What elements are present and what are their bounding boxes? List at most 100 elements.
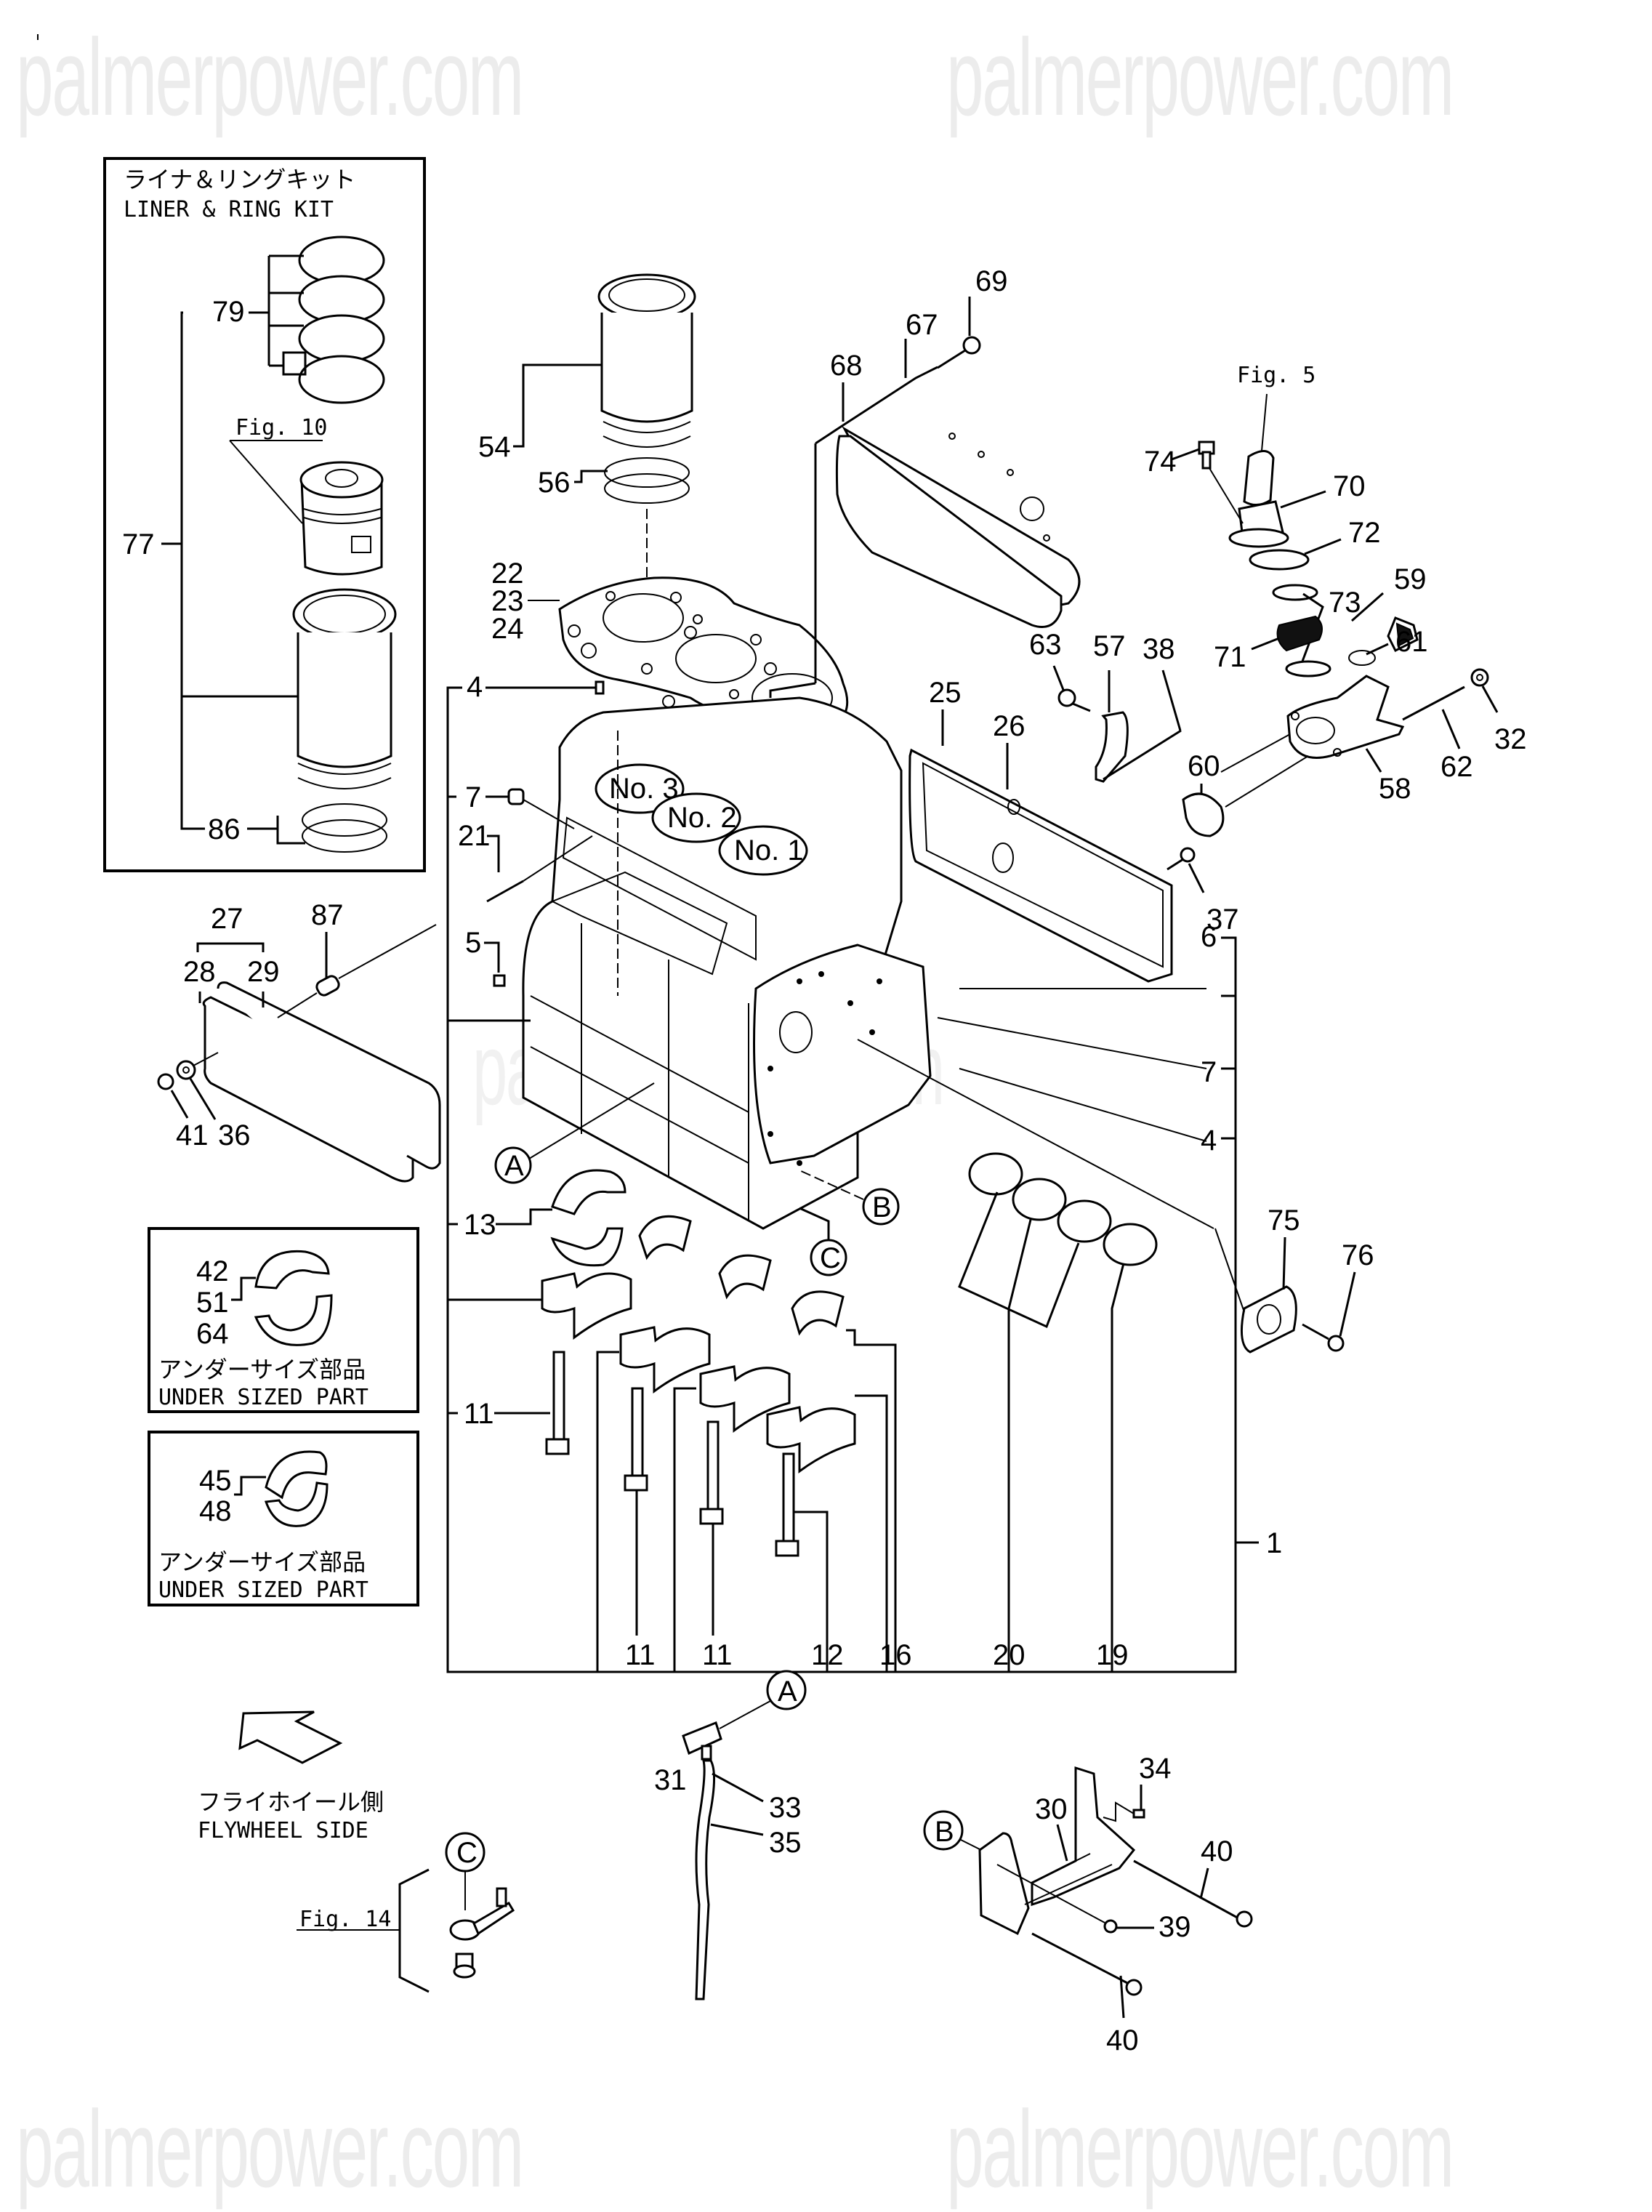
callout-77[interactable]: 77 [122,528,155,560]
callout-39[interactable]: 39 [1159,1911,1191,1943]
main-bearing-assembly: 11 11 12 16 [541,1169,912,1672]
ref-marker-a-pipe-label: A [778,1676,797,1708]
callout-4-right[interactable]: 4 [1201,1125,1217,1157]
callout-27[interactable]: 27 [211,903,243,935]
callout-67[interactable]: 67 [906,309,938,341]
callout-4-left[interactable]: 4 [467,671,483,703]
ref-marker-a-block[interactable] [494,1146,532,1184]
callout-54[interactable]: 54 [478,431,511,463]
callout-42[interactable]: 42 [196,1255,229,1287]
callout-51[interactable]: 51 [196,1287,229,1319]
callout-16[interactable]: 16 [879,1639,912,1671]
callout-1[interactable]: 1 [1266,1527,1282,1559]
callout-36[interactable]: 36 [218,1119,251,1151]
ref-marker-c-label: C [456,1837,478,1869]
callout-29[interactable]: 29 [247,956,280,988]
fig10-ref[interactable]: Fig. 10 [235,415,327,441]
callout-72[interactable]: 72 [1348,517,1381,549]
callout-23[interactable]: 23 [491,585,524,617]
callout-20[interactable]: 20 [993,1639,1026,1671]
callout-45[interactable]: 45 [199,1465,232,1497]
ref-marker-b-bracket[interactable] [923,1810,964,1851]
piston-rings-icon [298,236,385,404]
callout-12[interactable]: 12 [811,1639,844,1671]
callout-13[interactable]: 13 [464,1209,496,1241]
arrow-left-up-icon [238,1710,343,1764]
cam-bushings-group: 20 19 6 7 4 1 [857,921,1282,1672]
callout-60[interactable]: 60 [1188,750,1220,782]
callout-7-left[interactable]: 7 [465,781,481,813]
callout-6[interactable]: 6 [1201,921,1217,953]
callout-41[interactable]: 41 [176,1119,209,1151]
callout-40-lower[interactable]: 40 [1106,2024,1139,2056]
callout-86[interactable]: 86 [208,813,241,845]
cylinder-liner-icon [292,588,397,789]
callout-48[interactable]: 48 [199,1495,232,1527]
side-plate-gasket-icon [217,981,441,1170]
callout-35[interactable]: 35 [769,1827,802,1859]
callout-59[interactable]: 59 [1394,563,1427,595]
callout-7-right[interactable]: 7 [1201,1056,1217,1088]
callout-37[interactable]: 37 [1206,904,1239,936]
callout-19[interactable]: 19 [1096,1639,1129,1671]
callout-34[interactable]: 34 [1139,1753,1172,1785]
callout-63[interactable]: 63 [1029,629,1062,661]
callout-25[interactable]: 25 [929,677,962,709]
fig14-ref[interactable]: Fig. 14 [299,1907,391,1932]
callout-33[interactable]: 33 [769,1792,802,1824]
cylinder-no1: No. 1 [734,834,804,866]
callout-40-upper[interactable]: 40 [1201,1835,1233,1867]
inset-frame [103,157,426,872]
undersized-b-label-jp: アンダーサイズ部品 [158,1548,366,1576]
callout-22[interactable]: 22 [491,558,524,590]
callout-71[interactable]: 71 [1214,641,1246,673]
callout-61[interactable]: 61 [1395,626,1428,658]
stud-62-icon [1402,685,1465,721]
callout-68[interactable]: 68 [830,350,863,382]
callout-74[interactable]: 74 [1144,446,1177,478]
callout-69[interactable]: 69 [975,265,1008,297]
callout-58[interactable]: 58 [1379,773,1411,805]
callout-38[interactable]: 38 [1143,633,1175,665]
nut-41-icon [157,1073,174,1090]
fig5-ref[interactable]: Fig. 5 [1237,363,1315,388]
callout-11-left[interactable]: 11 [464,1398,494,1430]
bolt-37-icon [1167,847,1196,871]
o-ring-73-lower-icon [1285,660,1331,677]
callout-70[interactable]: 70 [1333,470,1366,502]
side-cover-25-group: 25 26 60 37 [908,677,1309,983]
ref-marker-a-pipe[interactable] [766,1670,807,1710]
callout-31[interactable]: 31 [654,1764,687,1796]
flange-60-icon [1182,792,1225,837]
ref-marker-b-block[interactable] [862,1188,900,1226]
callout-79[interactable]: 79 [212,296,245,328]
callout-87[interactable]: 87 [311,899,344,931]
cylinder-liner-group: 54 56 [478,273,696,582]
callout-32[interactable]: 32 [1494,723,1527,755]
piston-icon [299,461,384,576]
inset-title-jp: ライナ＆リングキット [124,166,355,193]
callout-28[interactable]: 28 [183,956,216,988]
ref-marker-b-bracket-label: B [935,1816,954,1848]
callout-57[interactable]: 57 [1093,630,1126,662]
callout-5[interactable]: 5 [465,927,481,959]
oil-pipe-group: A 31 33 35 [654,1670,807,2000]
callout-75[interactable]: 75 [1268,1204,1300,1236]
callout-24[interactable]: 24 [491,613,524,645]
o-rings-icon [302,803,387,853]
callout-56[interactable]: 56 [538,467,571,499]
callout-30[interactable]: 30 [1035,1793,1068,1825]
ref-marker-a-label: A [504,1150,524,1182]
callout-76[interactable]: 76 [1342,1239,1374,1271]
callout-64[interactable]: 64 [196,1318,229,1350]
callout-62[interactable]: 62 [1441,751,1473,783]
callout-21[interactable]: 21 [458,820,491,852]
bracket-57-icon [1095,711,1129,783]
undersized-b-label-en: UNDER SIZED PART [158,1577,368,1603]
callout-11-a[interactable]: 11 [625,1639,656,1671]
callout-73[interactable]: 73 [1329,587,1361,619]
callout-11-b[interactable]: 11 [702,1639,733,1671]
bolt-76-icon [1302,1323,1345,1352]
callout-26[interactable]: 26 [993,710,1026,742]
inset-title-en: LINER & RING KIT [124,197,334,222]
